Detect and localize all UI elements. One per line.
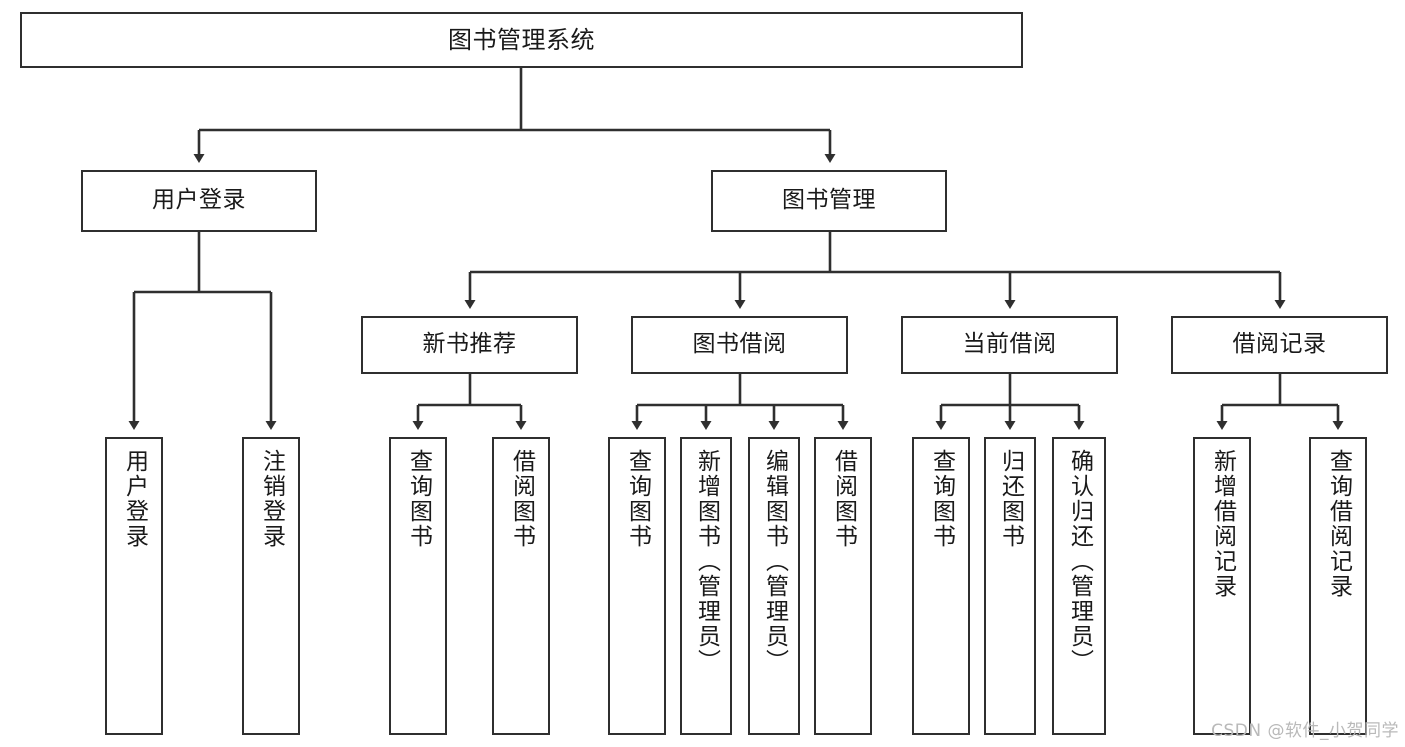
node-leaf-add-record-label: 新增借阅记录: [1209, 449, 1236, 599]
node-user-login[interactable]: 用户登录: [81, 170, 317, 232]
node-leaf-user-login-label: 用户登录: [121, 449, 148, 549]
node-leaf-edit-book-label: 编辑图书（管理员）: [761, 449, 788, 674]
node-leaf-borrow-book-1-label: 借阅图书: [508, 449, 535, 549]
node-leaf-confirm-return-label: 确认归还（管理员）: [1066, 449, 1093, 674]
node-book-manage[interactable]: 图书管理: [711, 170, 947, 232]
node-leaf-return-book[interactable]: 归还图书: [984, 437, 1036, 735]
node-leaf-query-book-2[interactable]: 查询图书: [608, 437, 666, 735]
node-leaf-query-book-1-label: 查询图书: [405, 449, 432, 549]
node-leaf-logout-login-label: 注销登录: [258, 449, 285, 549]
node-new-book-recommend[interactable]: 新书推荐: [361, 316, 578, 374]
node-leaf-borrow-book-2-label: 借阅图书: [830, 449, 857, 549]
node-leaf-add-book[interactable]: 新增图书（管理员）: [680, 437, 732, 735]
node-leaf-borrow-book-1[interactable]: 借阅图书: [492, 437, 550, 735]
node-borrow-record-label: 借阅记录: [1232, 331, 1327, 358]
node-leaf-query-book-3[interactable]: 查询图书: [912, 437, 970, 735]
node-new-book-recommend-label: 新书推荐: [422, 331, 517, 358]
node-current-borrow[interactable]: 当前借阅: [901, 316, 1118, 374]
node-borrow-record[interactable]: 借阅记录: [1171, 316, 1388, 374]
node-root-label: 图书管理系统: [448, 25, 595, 54]
node-leaf-query-book-1[interactable]: 查询图书: [389, 437, 447, 735]
node-leaf-query-book-3-label: 查询图书: [928, 449, 955, 549]
node-leaf-borrow-book-2[interactable]: 借阅图书: [814, 437, 872, 735]
node-root-system[interactable]: 图书管理系统: [20, 12, 1023, 68]
node-leaf-query-record-label: 查询借阅记录: [1325, 449, 1352, 599]
node-leaf-logout-login[interactable]: 注销登录: [242, 437, 300, 735]
node-leaf-return-book-label: 归还图书: [997, 449, 1024, 549]
node-book-borrow[interactable]: 图书借阅: [631, 316, 848, 374]
node-leaf-query-record[interactable]: 查询借阅记录: [1309, 437, 1367, 735]
node-user-login-label: 用户登录: [152, 187, 246, 214]
node-current-borrow-label: 当前借阅: [962, 331, 1057, 358]
node-leaf-query-book-2-label: 查询图书: [624, 449, 651, 549]
node-leaf-add-book-label: 新增图书（管理员）: [693, 449, 720, 674]
node-leaf-edit-book[interactable]: 编辑图书（管理员）: [748, 437, 800, 735]
node-book-manage-label: 图书管理: [782, 187, 876, 214]
node-leaf-user-login[interactable]: 用户登录: [105, 437, 163, 735]
node-leaf-confirm-return[interactable]: 确认归还（管理员）: [1052, 437, 1106, 735]
node-book-borrow-label: 图书借阅: [692, 331, 787, 358]
node-leaf-add-record[interactable]: 新增借阅记录: [1193, 437, 1251, 735]
